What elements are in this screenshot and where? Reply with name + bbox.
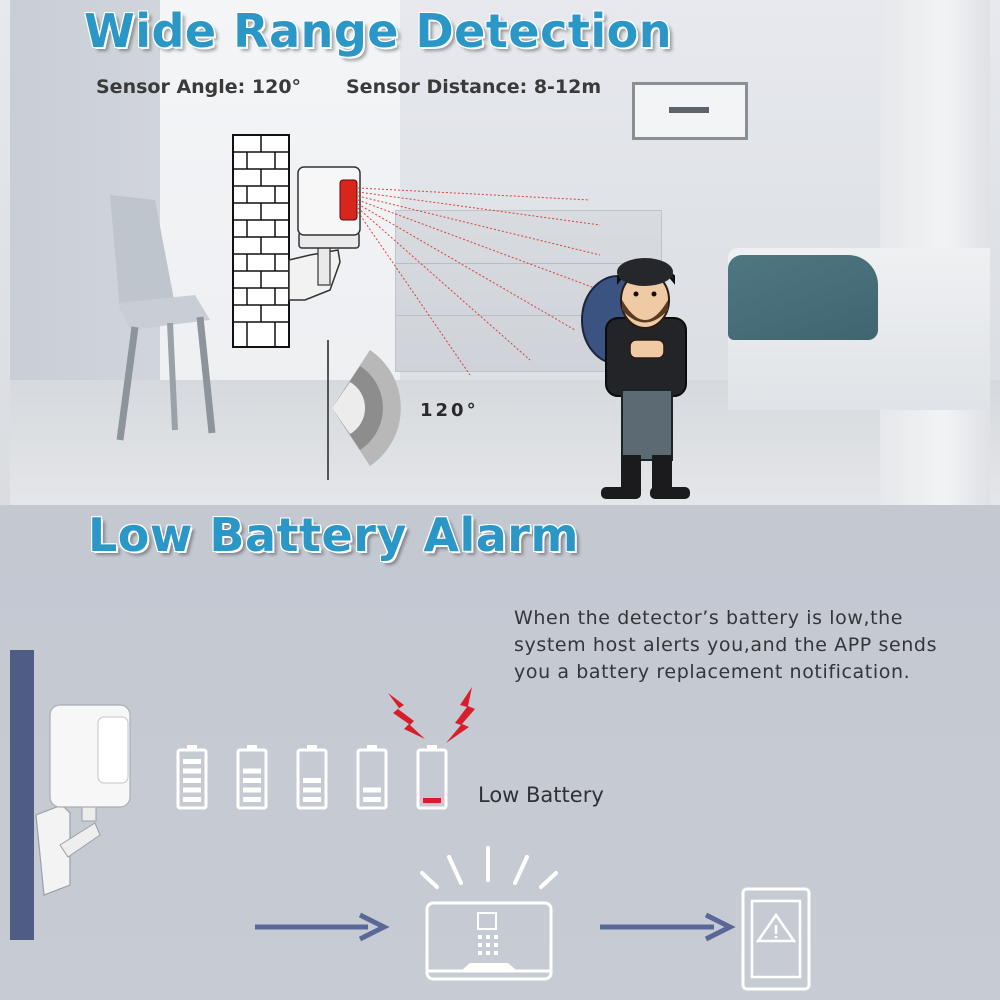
battery-row: [176, 745, 448, 810]
battery-icon: [236, 745, 268, 810]
battery-icon: [296, 745, 328, 810]
notice-line: When the detector’s battery is low,the: [514, 607, 904, 629]
section-title-low-battery: Low Battery Alarm: [88, 508, 579, 562]
alert-bolt-icon: [388, 693, 425, 739]
battery-icon: [356, 745, 388, 810]
wide-range-section: Wide Range Detection Sensor Angle: 120° …: [0, 0, 1000, 505]
low-battery-diagram: [35, 687, 811, 991]
battery-icon: [416, 745, 448, 810]
phone-warning-icon: [741, 887, 811, 991]
section-title-wide-range: Wide Range Detection: [84, 4, 672, 58]
bed-blanket: [728, 255, 878, 340]
detection-scene: [232, 134, 690, 499]
battery-icon: [176, 745, 208, 810]
sensor-distance-text: Sensor Distance: 8-12m: [346, 76, 602, 98]
low-battery-label: Low Battery: [478, 783, 604, 807]
low-battery-notice: When the detector’s battery is low,the s…: [514, 605, 984, 686]
angle-diagram: [327, 340, 401, 480]
pir-sensor-icon: [35, 704, 131, 896]
alarm-host-icon: [420, 846, 558, 981]
wall-frame: [632, 82, 748, 140]
angle-diagram-label: 120°: [420, 400, 479, 421]
notice-line: system host alerts you,and the APP sends: [514, 634, 938, 656]
arrow-right-icon: [255, 912, 390, 942]
low-battery-section: Low Battery Alarm When the detector’s ba…: [0, 505, 1000, 1000]
room-chair: [110, 195, 216, 441]
notice-line: you a battery replacement notification.: [514, 661, 911, 683]
detection-rays: [357, 187, 601, 376]
pir-sensor-icon: [288, 166, 361, 301]
wall-strip: [10, 650, 34, 940]
brick-wall-icon: [232, 134, 290, 348]
alert-bolt-icon: [446, 687, 475, 743]
arrow-right-icon: [600, 912, 736, 942]
person-icon: [581, 258, 690, 499]
sensor-angle-text: Sensor Angle: 120°: [96, 76, 302, 98]
